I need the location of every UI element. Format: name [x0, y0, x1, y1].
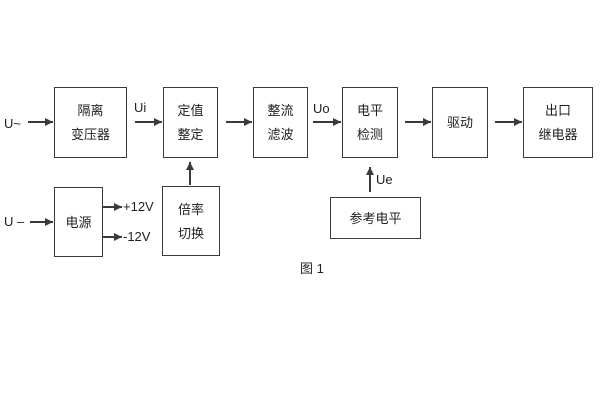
block-label-line: 切换 — [177, 225, 204, 241]
block-label-line: 电源 — [65, 214, 92, 230]
label-u-dc: U – — [4, 214, 25, 229]
arrow-power-to-plus-12v — [103, 206, 122, 208]
label-uo: Uo — [313, 101, 330, 116]
block-label-line: 滤波 — [267, 127, 294, 142]
figure-caption: 图 1 — [300, 261, 324, 276]
block-label-line: 出口 — [544, 103, 571, 118]
block-level-detect: 电平 检测 — [342, 87, 398, 158]
arrow-setting-to-rectifier — [226, 121, 252, 123]
arrow-uac-to-isolation-transformer — [28, 121, 53, 123]
label-plus-12v: +12V — [123, 199, 154, 214]
arrow-transformer-to-setting-adjust — [135, 121, 162, 123]
block-driver: 驱动 — [432, 87, 488, 158]
block-ratio-switch: 倍率 切换 — [162, 186, 220, 256]
block-output-relay: 出口 继电器 — [523, 87, 593, 158]
arrow-rectifier-to-level-detect — [313, 121, 341, 123]
arrow-udc-to-power-supply — [30, 221, 53, 223]
label-u-ac: U~ — [4, 116, 21, 131]
block-label-line: 整定 — [177, 127, 204, 142]
block-label-line: 定值 — [177, 103, 204, 118]
block-label-line: 倍率 — [177, 201, 204, 217]
block-rectifier-filter: 整流 滤波 — [253, 87, 308, 158]
label-minus-12v: -12V — [123, 229, 151, 244]
block-isolation-transformer: 隔离 变压器 — [54, 87, 127, 158]
label-ue: Ue — [376, 172, 393, 187]
block-label-line: 继电器 — [538, 127, 578, 142]
label-ui: Ui — [134, 100, 147, 115]
block-setting-adjust: 定值 整定 — [163, 87, 218, 158]
block-label-line: 整流 — [267, 103, 294, 118]
block-power-supply: 电源 — [54, 187, 103, 257]
arrow-ratio-switch-to-setting-adjust — [189, 162, 191, 185]
block-label-line: 电平 — [356, 103, 383, 118]
block-label-line: 驱动 — [446, 115, 473, 130]
arrow-level-detect-to-driver — [405, 121, 431, 123]
block-label-line: 变压器 — [70, 127, 110, 142]
block-label-line: 检测 — [356, 127, 383, 142]
arrow-power-to-minus-12v — [103, 236, 122, 238]
arrow-driver-to-output-relay — [495, 121, 522, 123]
block-label-line: 参考电平 — [349, 210, 402, 226]
arrow-reference-level-to-level-detect — [369, 167, 371, 192]
block-reference-level: 参考电平 — [330, 197, 421, 239]
block-label-line: 隔离 — [77, 103, 104, 118]
